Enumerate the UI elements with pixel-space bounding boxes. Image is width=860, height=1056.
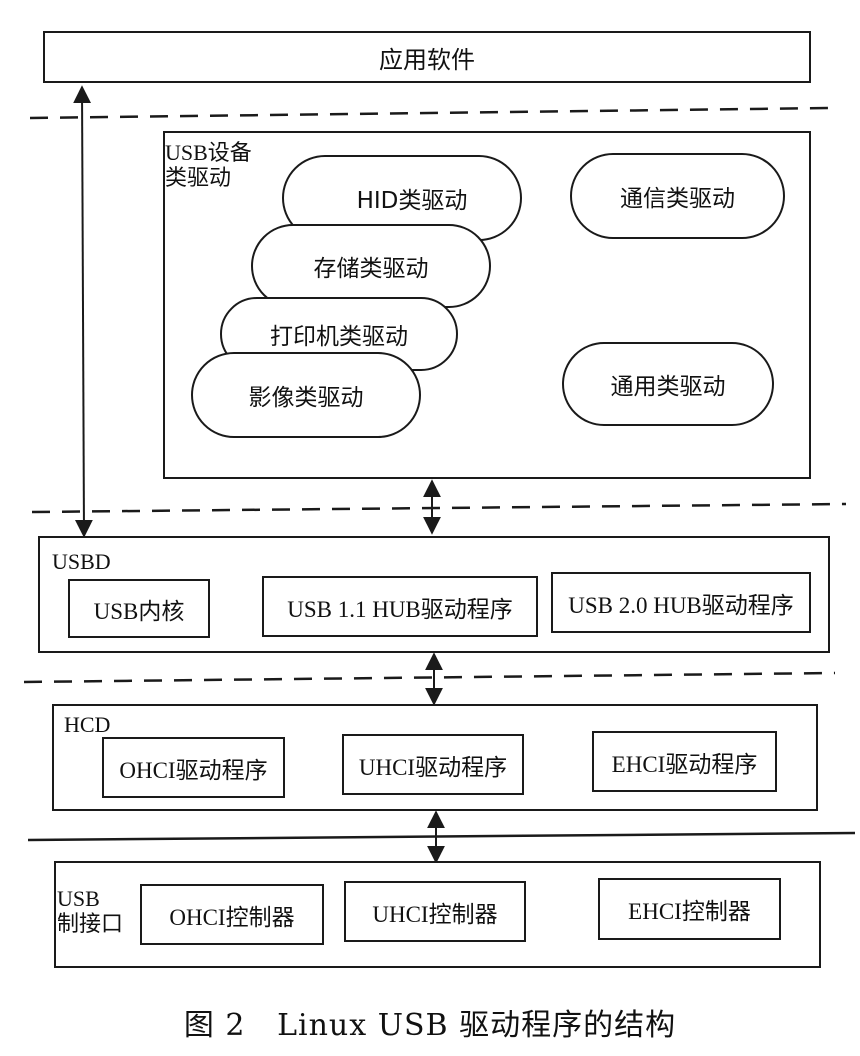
figure-caption: 图 2 Linux USB 驱动程序的结构 bbox=[183, 1008, 677, 1043]
usb11-hub-driver-module: USB 1.1 HUB驱动程序 bbox=[262, 576, 538, 637]
app-software-label: 应用软件 bbox=[379, 45, 475, 74]
ehci-controller-module: EHCI控制器 bbox=[598, 878, 781, 940]
usb-core-module: USB内核 bbox=[68, 579, 210, 638]
printer-class-driver-label: 打印机类驱动 bbox=[270, 324, 408, 350]
layer-separator-3 bbox=[23, 671, 836, 684]
layer-separator-2 bbox=[31, 502, 847, 514]
generic-class-driver-label: 通用类驱动 bbox=[610, 374, 726, 400]
usb20-hub-driver-label: USB 2.0 HUB驱动程序 bbox=[568, 592, 794, 618]
hid-class-driver-label: HID类驱动 bbox=[356, 188, 468, 214]
uhci-driver-label: UHCI驱动程序 bbox=[358, 754, 508, 780]
usb-core-label: USB内核 bbox=[93, 598, 185, 624]
communication-class-driver-label: 通信类驱动 bbox=[620, 186, 735, 212]
ohci-controller-label: OHCI控制器 bbox=[169, 904, 295, 930]
device-class-title-line2: 类驱动 bbox=[165, 166, 232, 191]
uhci-driver-module: UHCI驱动程序 bbox=[342, 734, 524, 795]
ehci-controller-label: EHCI控制器 bbox=[628, 899, 751, 924]
uhci-controller-module: UHCI控制器 bbox=[344, 881, 526, 942]
layer-separator-4 bbox=[27, 831, 856, 842]
layer-separator-1 bbox=[29, 106, 833, 120]
ohci-driver-label: OHCI驱动程序 bbox=[119, 757, 268, 783]
app-software-box: 应用软件 bbox=[43, 31, 811, 83]
ohci-controller-module: OHCI控制器 bbox=[140, 884, 324, 945]
storage-class-driver: 存储类驱动 bbox=[251, 224, 491, 308]
arrow-app-to-usbd bbox=[73, 85, 93, 538]
usb11-hub-driver-label: USB 1.1 HUB驱动程序 bbox=[287, 596, 513, 622]
imaging-class-driver-label: 影像类驱动 bbox=[248, 385, 364, 411]
controller-interface-title-line1: USB bbox=[57, 886, 100, 911]
usb20-hub-driver-module: USB 2.0 HUB驱动程序 bbox=[551, 572, 811, 633]
hcd-title: HCD bbox=[64, 712, 111, 737]
controller-interface-title: USB 制接口 bbox=[57, 886, 123, 938]
controller-interface-title-line2: 制接口 bbox=[57, 912, 124, 937]
generic-class-driver: 通用类驱动 bbox=[562, 342, 774, 426]
usbd-title: USBD bbox=[52, 549, 111, 574]
device-class-title-line1: USB设备 bbox=[165, 140, 252, 165]
storage-class-driver-label: 存储类驱动 bbox=[313, 256, 429, 282]
communication-class-driver: 通信类驱动 bbox=[570, 153, 785, 239]
ehci-driver-label: EHCI驱动程序 bbox=[611, 751, 758, 777]
ohci-driver-module: OHCI驱动程序 bbox=[102, 737, 285, 798]
uhci-controller-label: UHCI控制器 bbox=[372, 901, 498, 927]
imaging-class-driver: 影像类驱动 bbox=[191, 352, 421, 438]
ehci-driver-module: EHCI驱动程序 bbox=[592, 731, 777, 792]
device-class-title: USB设备 类驱动 bbox=[165, 140, 252, 192]
